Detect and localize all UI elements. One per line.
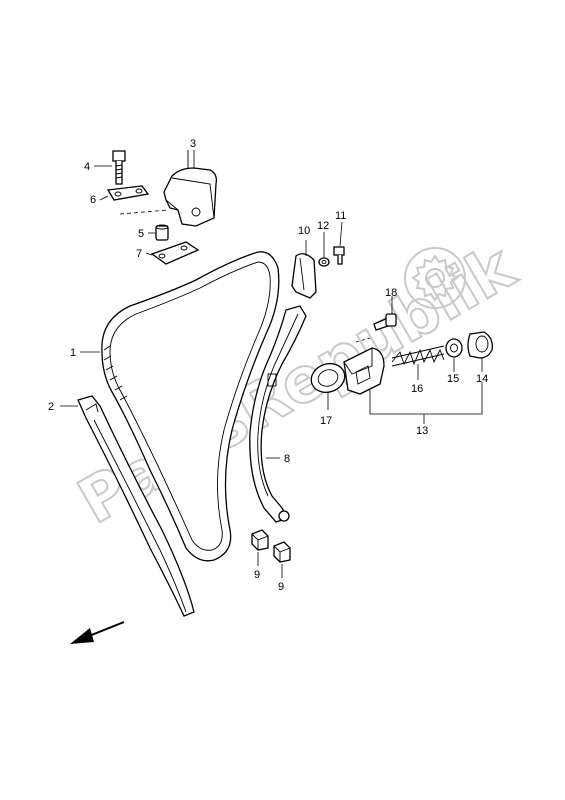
callout-7: 7 [136,248,142,260]
callout-18: 18 [385,287,397,299]
part-14-cap [467,331,493,359]
part-11-bolt [333,246,345,265]
callout-9b: 9 [278,581,284,593]
gear-icon [404,247,466,309]
callout-17: 17 [320,415,332,427]
part-3-bracket [163,150,218,227]
callout-2: 2 [48,401,54,413]
part-10-guide-top [291,253,317,299]
callout-14: 14 [476,373,488,385]
part-16-spring [391,345,445,367]
part-9-damper-a [251,529,269,551]
part-12-washer [318,257,330,267]
callout-5: 5 [138,228,144,240]
callout-11: 11 [335,210,346,222]
callout-labels: 1 2 3 4 5 6 7 8 9 9 10 11 12 13 14 15 16… [48,138,488,593]
leader-lines [60,150,483,578]
callout-1: 1 [70,347,76,359]
callout-15: 15 [447,373,459,385]
part-1-cam-chain [101,251,280,562]
callout-4: 4 [84,161,90,173]
callout-8: 8 [284,453,290,465]
callout-6: 6 [90,194,96,206]
part-13-bracket [369,382,483,415]
part-9-damper-b [273,541,291,563]
front-arrow-icon [70,621,125,644]
part-6-plate [106,185,169,215]
callout-16: 16 [411,383,423,395]
part-15-washer [445,338,463,358]
callout-9a: 9 [254,569,260,581]
callout-12: 12 [317,220,329,232]
callout-13: 13 [416,425,428,437]
part-2-chain-guide [77,395,195,617]
part-17-tensioner-body [310,347,385,395]
callout-10: 10 [298,225,310,237]
callout-3: 3 [190,138,196,150]
part-7-cushion [150,241,200,265]
part-4-bolt [112,150,126,185]
part-5-collar [155,224,169,241]
part-8-tensioner-guide [249,305,307,523]
part-18-bolt [373,313,397,331]
